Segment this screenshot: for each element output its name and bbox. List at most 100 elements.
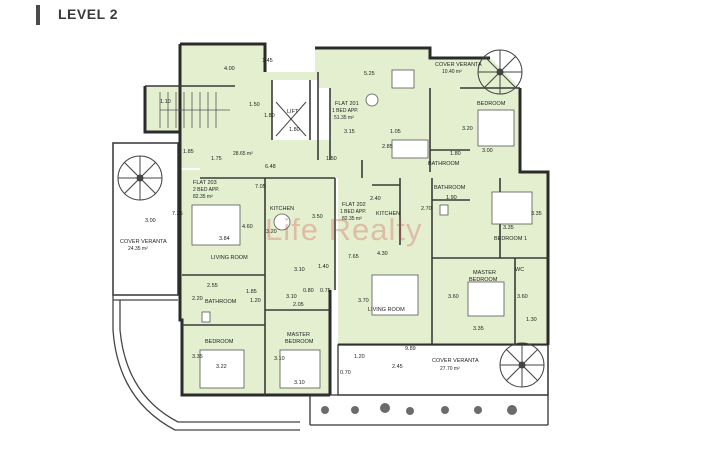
bed-left — [199, 349, 245, 389]
dim: 3.60 — [517, 294, 528, 300]
dim: 4.00 — [224, 66, 235, 72]
bed-master-right — [467, 281, 505, 317]
dim: 7.25 — [172, 211, 183, 217]
dim: 3.15 — [344, 129, 355, 135]
dim: 3.10 — [294, 380, 305, 386]
dim: 2.45 — [392, 364, 403, 370]
dim: 9.89 — [405, 346, 416, 352]
wc-label: WC — [515, 267, 524, 273]
dim: 3.20 — [462, 126, 473, 132]
corridor-area: 28.65 m² — [233, 151, 253, 157]
bed-master-left — [279, 349, 321, 389]
spiral-stair-bottom-right — [499, 342, 545, 388]
bed-top-right — [477, 109, 515, 147]
dim: 7.05 — [255, 184, 266, 190]
dim: 1.05 — [390, 129, 401, 135]
dim: 6.48 — [265, 164, 276, 170]
dim: 0.70 — [340, 370, 351, 376]
cover-veranta-bottom-label: COVER VERANTA — [432, 358, 479, 364]
dim: 1.90 — [446, 195, 457, 201]
dim: 3.00 — [145, 218, 156, 224]
toilet-1 — [201, 311, 211, 323]
bedroom-left-label: BEDROOM — [205, 339, 234, 345]
toilet-2 — [439, 204, 449, 216]
dining-table-201 — [391, 69, 415, 89]
lift-label: LIFT — [287, 109, 299, 115]
dim: 1.80 — [450, 151, 461, 157]
dim: 3.84 — [219, 236, 230, 242]
dim: 1.20 — [250, 298, 261, 304]
sofa-flat-202 — [371, 274, 419, 316]
flat-202-name: FLAT 202 — [342, 202, 366, 208]
bedroom-master-right-label: BEDROOM — [469, 277, 498, 283]
dim: 0.80 — [303, 288, 314, 294]
flat-201-name: FLAT 201 — [335, 101, 359, 107]
kitchen-202-label: KITCHEN — [376, 211, 400, 217]
flat-201-type: 1 BED APP. — [332, 108, 358, 114]
master-label: MASTER — [473, 270, 496, 276]
dim: 1.50 — [249, 102, 260, 108]
master-bedroom-left-label-1: MASTER — [287, 332, 310, 338]
bathroom-left-label: BATHROOM — [205, 299, 237, 305]
bed-right — [491, 191, 533, 225]
dim: 2.70 — [421, 206, 432, 212]
title-accent-bar — [36, 5, 40, 25]
dim: 3.35 — [192, 354, 203, 360]
spiral-stair-left — [117, 155, 163, 201]
spiral-stair-top-right — [477, 49, 523, 95]
kitchen-203-label: KITCHEN — [270, 206, 294, 212]
page-title: LEVEL 2 — [58, 6, 119, 22]
dim: 2.55 — [207, 283, 218, 289]
dim: 5.25 — [364, 71, 375, 77]
sofa-flat-203 — [191, 204, 241, 246]
cover-veranta-left-label: COVER VERANTA — [120, 239, 167, 245]
living-room-202-label: LIVING ROOM — [368, 307, 405, 313]
dim: 3.70 — [358, 298, 369, 304]
bathroom-top-label: BATHROOM — [428, 161, 460, 167]
balcony-arc — [112, 295, 300, 431]
room-labels: LIFT COVER VERANTA 10.40 m² COVER VERANT… — [120, 62, 527, 372]
chair-201 — [365, 93, 379, 107]
dim: 2.40 — [370, 196, 381, 202]
dim: 1.85 — [246, 289, 257, 295]
living-room-203-label: LIVING ROOM — [211, 255, 248, 261]
dim: 2.85 — [382, 144, 393, 150]
stair-run — [159, 92, 230, 128]
dim: 1.75 — [211, 156, 222, 162]
dim: 3.60 — [448, 294, 459, 300]
cover-veranta-top-label: COVER VERANTA — [435, 62, 482, 68]
dim: 0.75 — [320, 288, 331, 294]
dim: 3.22 — [216, 364, 227, 370]
inner-walls — [145, 72, 548, 395]
stair-fill — [145, 86, 235, 140]
dimension-labels: 4.00 1.45 5.25 1.10 1.50 1.80 1.80 3.15 … — [145, 58, 542, 386]
flat-202-type: 1 BED APP. — [340, 209, 366, 215]
watermark: Life Realty — [265, 212, 423, 247]
furniture — [191, 69, 533, 389]
dim: 1.80 — [289, 127, 300, 133]
dim: 3.10 — [274, 356, 285, 362]
dim: 1.45 — [262, 58, 273, 64]
flat-labels: FLAT 201 1 BED APP. 51.35 m² FLAT 202 1 … — [193, 101, 366, 222]
dim: 2.20 — [192, 296, 203, 302]
dim: 3.00 — [482, 148, 493, 154]
flat-203-type: 2 BED APP. — [193, 187, 219, 193]
cover-veranta-top-area: 10.40 m² — [442, 69, 462, 75]
cover-veranta-left-area: 24.35 m² — [128, 246, 148, 252]
dim: 3.20 — [266, 229, 277, 235]
dim: 3.10 — [286, 294, 297, 300]
dim: 1.50 — [326, 156, 337, 162]
dim: 4.30 — [377, 251, 388, 257]
flat-201-fill — [180, 44, 520, 178]
dim: 3.35 — [503, 225, 514, 231]
dim: 1.10 — [160, 99, 171, 105]
dim: 3.35 — [531, 211, 542, 217]
master-bedroom-left-label-2: BEDROOM — [285, 339, 314, 345]
bedroom-1-label: BEDROOM 1 — [494, 236, 527, 242]
flat-203-name: FLAT 203 — [193, 180, 217, 186]
dim: 1.30 — [526, 317, 537, 323]
dim: 7.65 — [348, 254, 359, 260]
corridor-fill — [180, 140, 360, 178]
dim: 4.60 — [242, 224, 253, 230]
